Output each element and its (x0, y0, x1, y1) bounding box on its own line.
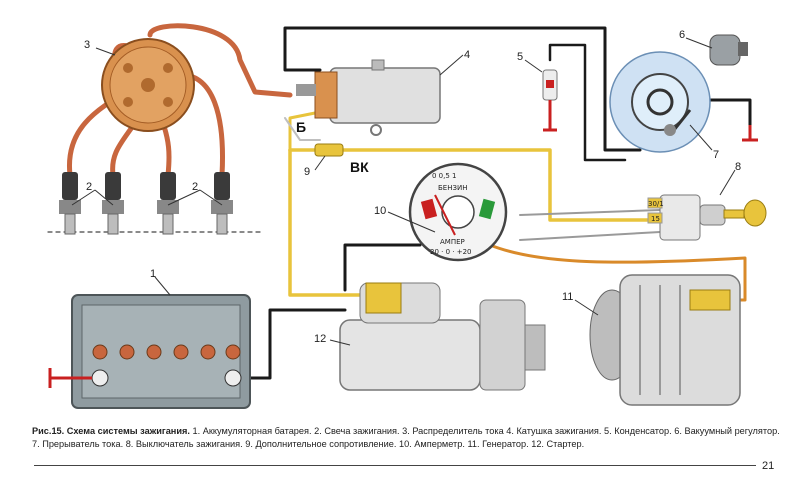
callout-6: 6 (679, 29, 685, 41)
gauge-top-scale: 0 0,5 1 (432, 172, 457, 180)
switch-terminal-1: 30/1 (648, 200, 664, 208)
distributor (101, 38, 195, 132)
wire-yellow-starter (288, 148, 372, 297)
wire-grey-switch (519, 209, 661, 241)
wire-orange-generator (488, 243, 747, 302)
wire-battery-starter (243, 308, 347, 380)
extra-resistor (314, 143, 344, 157)
ignition-coil (296, 59, 441, 136)
spark-plug-4 (211, 172, 233, 235)
page-number: 21 (762, 460, 775, 472)
wire-breaker-ground (703, 98, 752, 132)
callout-11: 11 (562, 291, 573, 303)
gauge-fuel-label: БЕНЗИН (438, 184, 467, 192)
wire-yellow-main (288, 148, 662, 222)
wire-yellow-coil (288, 110, 322, 152)
breaker-assembly (609, 34, 758, 153)
callout-5: 5 (517, 51, 523, 63)
wire-grey-coil (284, 117, 321, 141)
terminal-b-label: Б (296, 119, 306, 135)
switch-terminal-2: 15 (651, 215, 660, 223)
spark-plugs (59, 172, 233, 235)
footer-rule (34, 465, 756, 466)
wire-coil-to-breaker (283, 26, 642, 152)
callout-10: 10 (374, 205, 386, 217)
wire-starter-up (343, 243, 422, 292)
hv-wire-center (147, 23, 293, 98)
callout-12: 12 (314, 333, 326, 345)
key-icon (723, 199, 767, 227)
spark-plug-3 (157, 172, 179, 235)
gauge-ammeter-label: АМПЕР (440, 238, 465, 246)
ignition-system-diagram: 0 0,5 1 БЕНЗИН АМПЕР 20 · 0 · +20 30/1 1… (47, 23, 767, 409)
starter (339, 282, 546, 391)
callout-2-right: 2 (192, 181, 198, 193)
ammeter-gauge: 0 0,5 1 БЕНЗИН АМПЕР 20 · 0 · +20 (408, 162, 508, 262)
spark-plug-2 (102, 172, 124, 235)
callout-leaders (95, 37, 736, 346)
battery (48, 294, 251, 409)
figure-caption: Рис.15. Схема системы зажигания. 1. Акку… (32, 425, 782, 451)
ignition-switch: 30/1 15 (647, 194, 767, 241)
battery-positive-terminal (224, 369, 242, 387)
generator (589, 274, 741, 406)
callout-2-left: 2 (86, 181, 92, 193)
spark-plug-1 (59, 172, 81, 235)
battery-cells (92, 344, 241, 360)
callout-4: 4 (464, 49, 470, 61)
callout-7: 7 (713, 149, 719, 161)
callout-8: 8 (735, 161, 741, 173)
caption-text: 1. Аккумуляторная батарея. 2. Свеча зажи… (32, 426, 780, 449)
caption-title: Рис.15. Схема системы зажигания. (32, 426, 190, 436)
callout-3: 3 (84, 39, 90, 51)
condenser (542, 69, 558, 132)
battery-negative-terminal (91, 369, 109, 387)
terminal-vk-label: ВК (350, 159, 369, 175)
wire-condenser (548, 43, 627, 162)
callout-9: 9 (304, 166, 310, 178)
callout-1: 1 (150, 268, 156, 280)
gauge-bottom-scale: 20 · 0 · +20 (430, 248, 471, 256)
callout-numbers: 3 2 2 4 5 6 7 8 9 10 1 12 11 (84, 29, 741, 345)
vacuum-regulator (709, 34, 748, 66)
